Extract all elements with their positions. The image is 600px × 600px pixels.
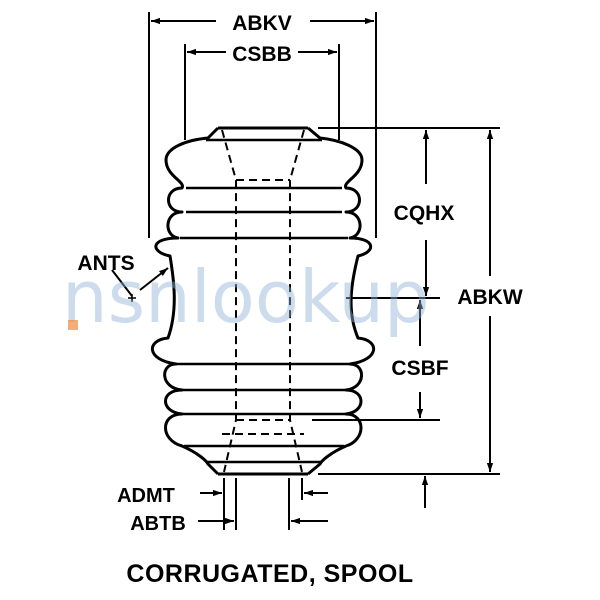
watermark: nsnlookup — [62, 255, 430, 339]
label-abkv: ABKV — [232, 12, 292, 35]
spool-body — [150, 126, 376, 476]
corrugation-lines — [174, 138, 354, 464]
label-cqhx: CQHX — [394, 202, 455, 225]
dimension-labels: ABKV CSBB CQHX ABKW CSBF ANTS ADMT ABTB — [77, 12, 522, 535]
label-admt: ADMT — [117, 485, 175, 507]
watermark-accent — [68, 320, 78, 330]
label-ants: ANTS — [77, 252, 134, 275]
label-abtb: ABTB — [130, 513, 186, 535]
label-abkw: ABKW — [457, 286, 522, 309]
diagram-caption: CORRUGATED, SPOOL — [126, 560, 414, 588]
dimension-lines — [111, 12, 500, 530]
label-csbf: CSBF — [391, 357, 448, 380]
hidden-bore — [221, 129, 305, 473]
watermark-text: nsnlookup — [62, 255, 430, 339]
label-csbb: CSBB — [232, 43, 292, 66]
